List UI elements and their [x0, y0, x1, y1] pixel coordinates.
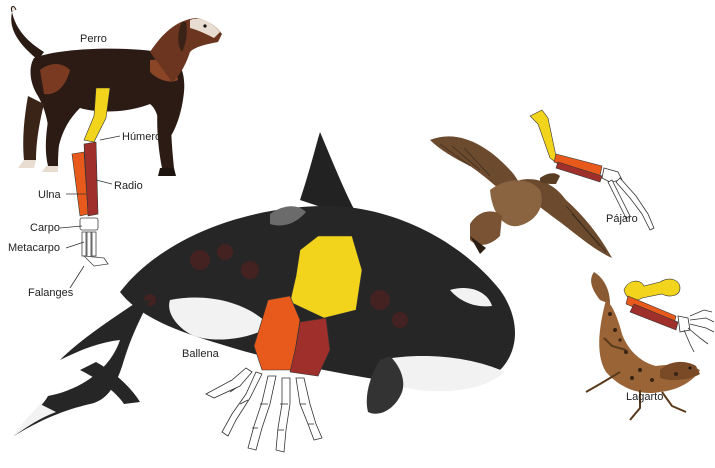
- label-carpo: Carpo: [30, 222, 60, 234]
- label-pajaro: Pájaro: [606, 213, 638, 225]
- label-ballena: Ballena: [182, 348, 219, 360]
- label-perro: Perro: [80, 33, 107, 45]
- bird-figure: [430, 136, 612, 258]
- label-falanges: Falanges: [28, 287, 73, 299]
- label-ulna: Ulna: [38, 189, 61, 201]
- label-metacarpo: Metacarpo: [8, 242, 60, 254]
- lizard-limb: [624, 279, 714, 352]
- label-humero: Húmero: [122, 131, 161, 143]
- label-lagarto: Lagarto: [626, 391, 663, 403]
- lizard-humerus: [624, 279, 680, 300]
- label-radio: Radio: [114, 180, 143, 192]
